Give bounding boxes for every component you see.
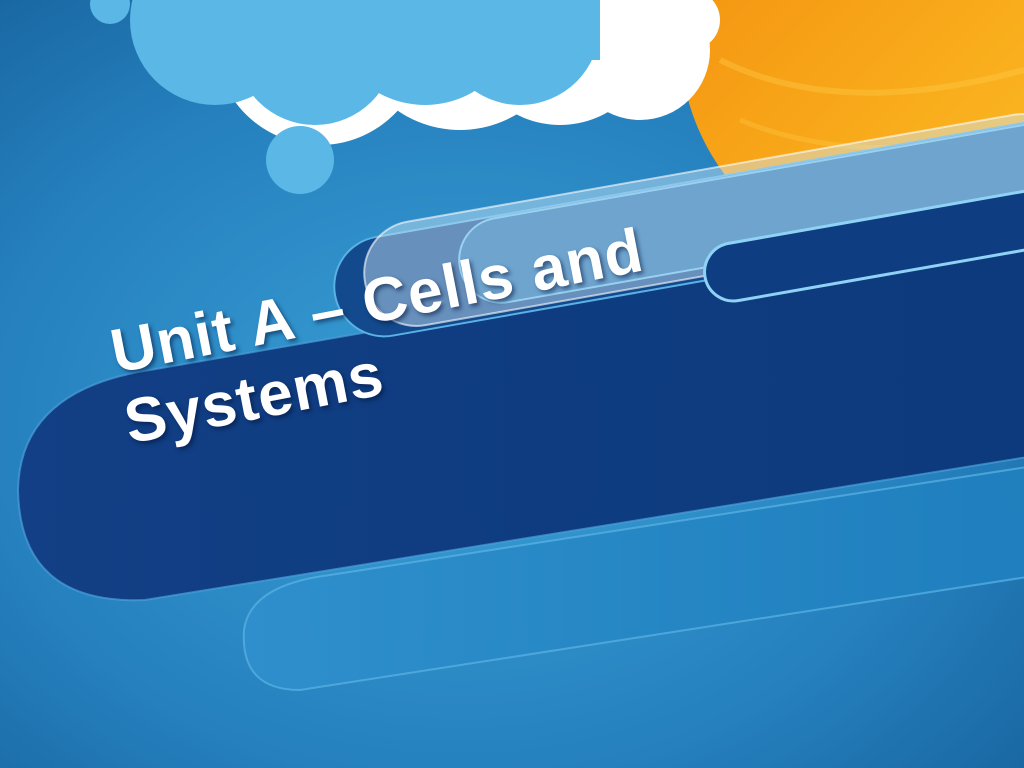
cloud-icon xyxy=(130,0,600,125)
title-band xyxy=(16,216,1024,602)
bubble-icon xyxy=(90,0,130,24)
highlight-bar xyxy=(703,189,1024,303)
bubble-icon xyxy=(266,126,334,194)
lower-band xyxy=(242,466,1024,692)
